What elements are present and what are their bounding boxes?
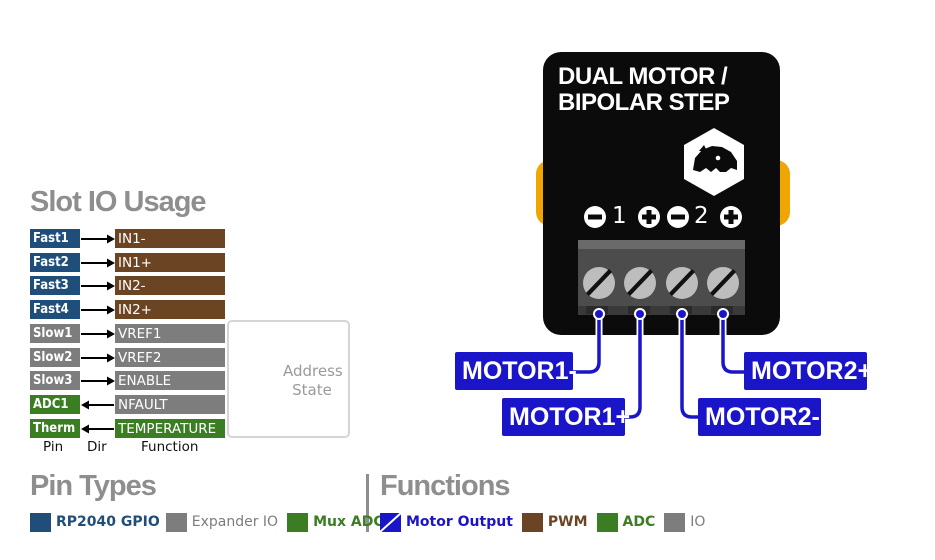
function-label: IN2+ bbox=[115, 300, 225, 320]
function-label: ENABLE bbox=[115, 371, 225, 391]
arrow-right-icon bbox=[81, 258, 115, 268]
function-label: IN2- bbox=[115, 276, 225, 296]
function-label: IN1- bbox=[115, 229, 225, 248]
legend-label-mux-adc: Mux ADC bbox=[313, 514, 384, 530]
plus-icon bbox=[720, 206, 742, 228]
screw-terminal bbox=[666, 267, 698, 299]
bear-hexagon-icon bbox=[684, 128, 744, 196]
screw-terminal bbox=[624, 267, 656, 299]
state-label: State bbox=[292, 381, 332, 399]
arrow-right-icon bbox=[81, 234, 115, 244]
address-state-box bbox=[227, 320, 350, 438]
functions-legend: Motor Output PWM ADC IO bbox=[380, 513, 705, 532]
io-row: Fast2 IN1+ bbox=[30, 252, 350, 273]
legend-label-adc: ADC bbox=[622, 514, 656, 530]
motor2-minus-label: MOTOR2- bbox=[698, 398, 821, 436]
board-title-line2: BIPOLAR STEP bbox=[558, 89, 730, 116]
legend-swatch-gpio bbox=[30, 513, 51, 532]
pin-label: Slow1 bbox=[30, 323, 80, 343]
minus-icon bbox=[667, 206, 689, 228]
pin-label: Slow3 bbox=[30, 371, 80, 391]
function-label: VREF2 bbox=[115, 347, 225, 367]
legend-divider bbox=[366, 474, 369, 532]
arrow-left-icon bbox=[81, 424, 114, 434]
plus-icon bbox=[638, 206, 660, 228]
function-label: TEMPERATURE bbox=[115, 418, 225, 438]
pin-label: Fast1 bbox=[30, 229, 80, 248]
board-title: DUAL MOTOR / BIPOLAR STEP bbox=[558, 63, 730, 116]
io-row: Fast3 IN2- bbox=[30, 276, 350, 296]
pin-label: Fast3 bbox=[30, 276, 80, 296]
pin-label: Therm bbox=[30, 418, 80, 438]
board-title-line1: DUAL MOTOR / bbox=[558, 63, 728, 90]
legend-label-gpio: RP2040 GPIO bbox=[56, 514, 160, 530]
legend-swatch-adc bbox=[596, 513, 618, 532]
function-label: VREF1 bbox=[115, 323, 225, 343]
screw-terminal bbox=[707, 267, 739, 299]
screw-terminal bbox=[583, 267, 615, 299]
function-label: IN1+ bbox=[115, 252, 225, 272]
legend-swatch-expander bbox=[165, 513, 187, 532]
minus-icon bbox=[584, 206, 606, 228]
terminal-label-2: 2 bbox=[694, 203, 709, 229]
arrow-right-icon bbox=[81, 281, 115, 291]
address-label: Address bbox=[283, 362, 343, 380]
function-label: NFAULT bbox=[115, 394, 225, 414]
legend-swatch-io bbox=[664, 513, 686, 532]
col-pin-header: Pin bbox=[43, 439, 64, 455]
legend-label-expander: Expander IO bbox=[191, 514, 279, 530]
legend-label-pwm: PWM bbox=[547, 514, 588, 530]
io-row: Fast4 IN2+ bbox=[30, 300, 350, 320]
terminal-dots bbox=[593, 308, 729, 320]
arrow-right-icon bbox=[81, 353, 115, 362]
pin-label: Fast4 bbox=[30, 300, 80, 320]
arrow-right-icon bbox=[81, 376, 115, 386]
legend-swatch-mux-adc bbox=[287, 513, 309, 532]
legend-swatch-motor-output bbox=[380, 513, 401, 532]
pin-types-legend: RP2040 GPIO Expander IO Mux ADC bbox=[30, 513, 384, 532]
motor-wires bbox=[570, 314, 748, 419]
functions-title: Functions bbox=[380, 470, 511, 502]
pin-label: ADC1 bbox=[30, 394, 80, 414]
motor1-minus-label: MOTOR1- bbox=[455, 352, 577, 390]
pin-label: Slow2 bbox=[30, 347, 80, 367]
terminal-label-1: 1 bbox=[612, 203, 627, 229]
slot-io-title: Slot IO Usage bbox=[30, 186, 207, 218]
arrow-right-icon bbox=[81, 305, 115, 315]
legend-label-motor-output: Motor Output bbox=[406, 514, 513, 530]
arrow-right-icon bbox=[81, 329, 115, 339]
motor2-plus-label: MOTOR2+ bbox=[744, 352, 872, 390]
address-state-label: Address State bbox=[283, 362, 343, 400]
legend-label-io: IO bbox=[690, 514, 706, 530]
col-function-header: Function bbox=[141, 439, 199, 455]
io-row: Fast1 IN1- bbox=[30, 229, 350, 249]
io-row: Slow2VREF2LOW bbox=[30, 347, 350, 368]
motor1-plus-label: MOTOR1+ bbox=[502, 398, 630, 436]
arrow-left-icon bbox=[81, 400, 114, 410]
pin-label: Fast2 bbox=[30, 252, 80, 272]
col-dir-header: Dir bbox=[87, 439, 107, 455]
pin-types-title: Pin Types bbox=[30, 470, 157, 502]
legend-swatch-pwm bbox=[521, 513, 543, 532]
